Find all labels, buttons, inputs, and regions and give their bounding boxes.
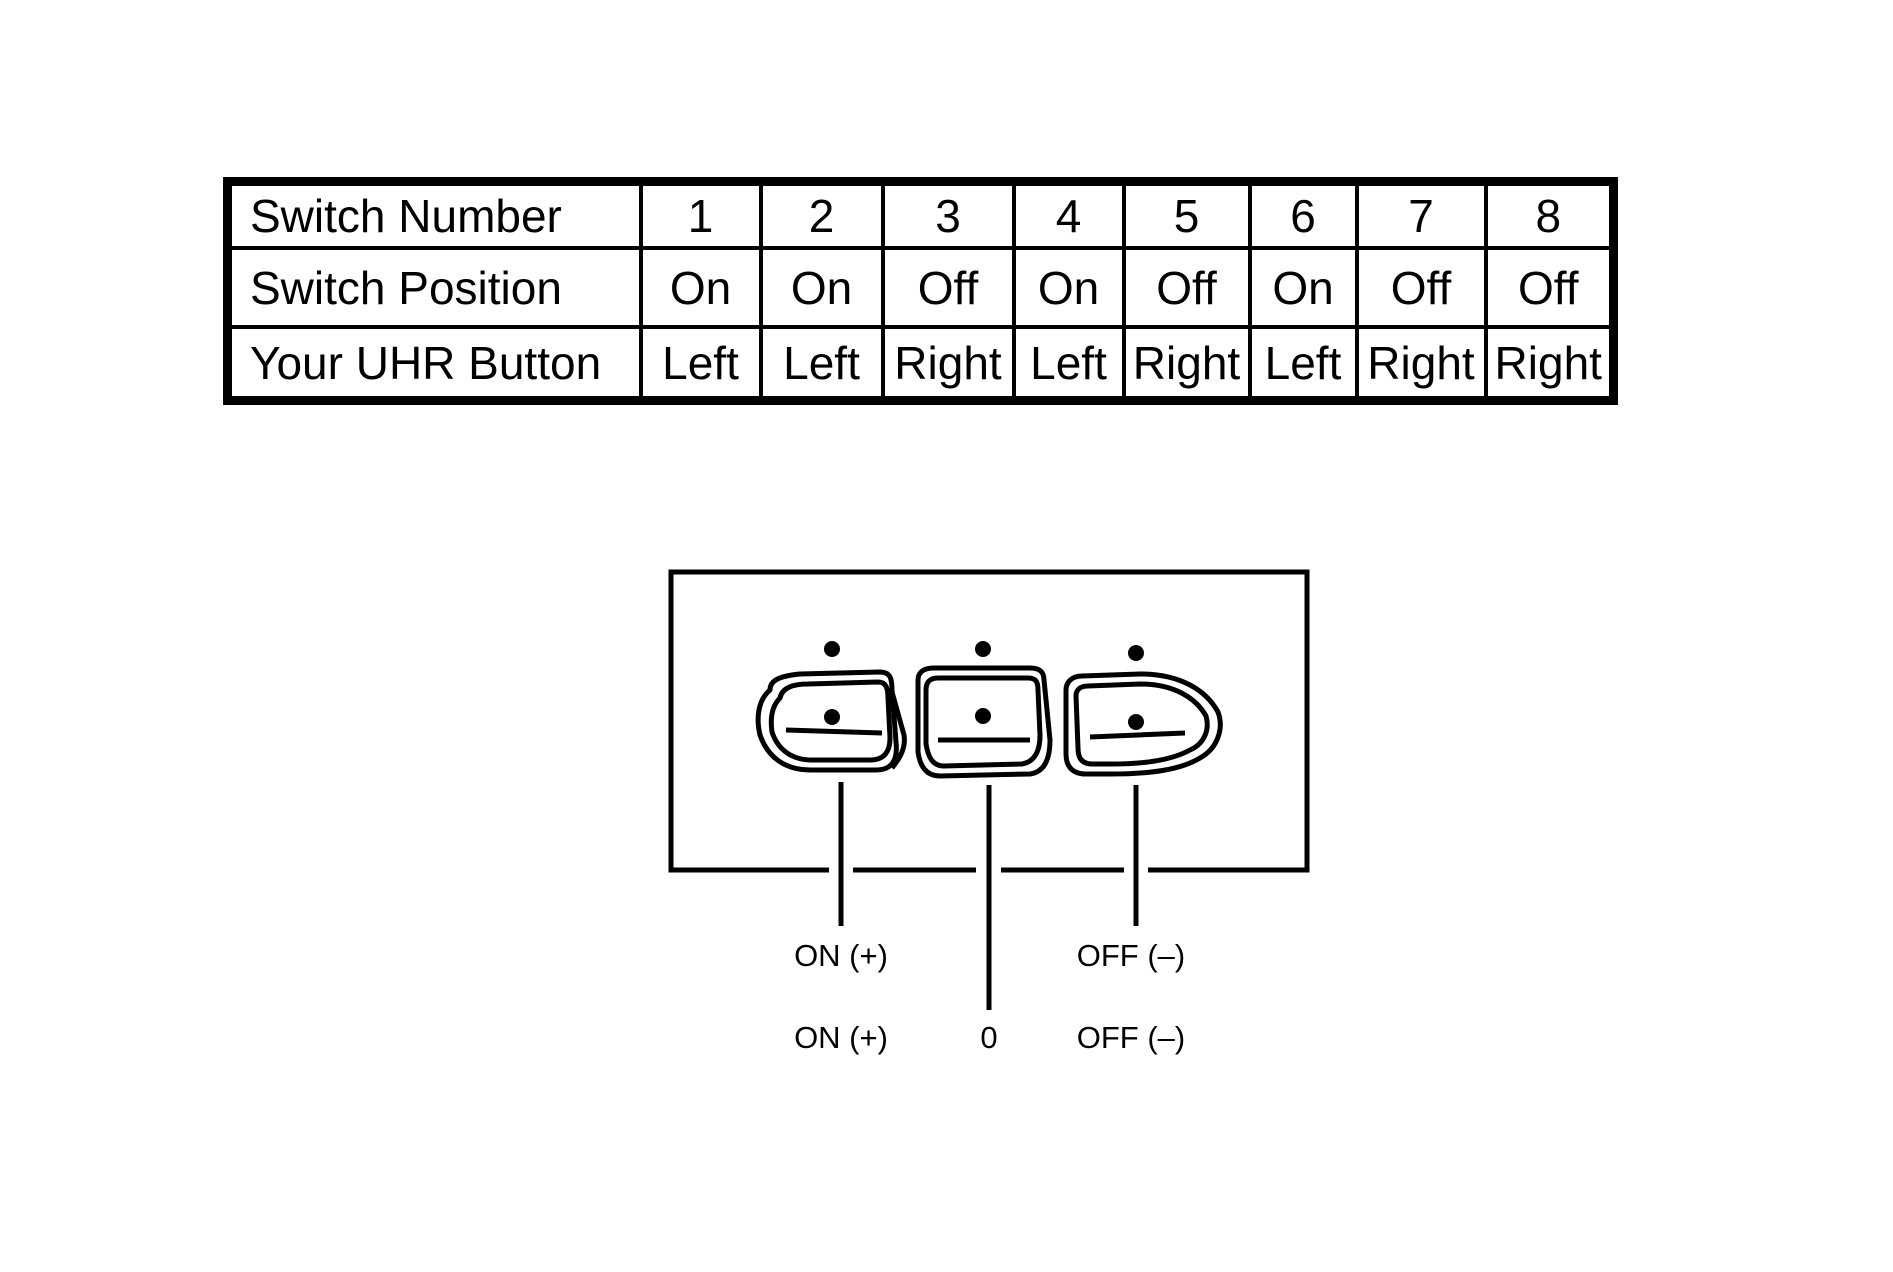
switch-position-cell: On xyxy=(1011,246,1126,330)
switch-number-cell: 8 xyxy=(1483,179,1616,251)
uhr-button-cell: Right xyxy=(1483,325,1616,403)
uhr-button-cell: Left xyxy=(638,325,763,403)
label-right-upper: OFF (–) xyxy=(1077,938,1186,973)
uhr-button-cell: Left xyxy=(758,325,885,403)
row-header-switch-position: Switch Position xyxy=(225,246,643,330)
switch-position-cell: On xyxy=(758,246,885,330)
center-uhr-button xyxy=(915,665,1053,779)
switch-number-row: Switch Number 1 2 3 4 5 6 7 8 xyxy=(225,179,1616,251)
switch-position-cell: Off xyxy=(1121,246,1252,330)
uhr-button-cell: Right xyxy=(1354,325,1488,403)
row-header-uhr-button: Your UHR Button xyxy=(225,325,643,403)
right-indicator-dot xyxy=(1128,645,1144,661)
switch-position-cell: Off xyxy=(880,246,1016,330)
uhr-button-cell: Left xyxy=(1011,325,1126,403)
label-right-lower: OFF (–) xyxy=(1077,1020,1186,1055)
button-housing-outline xyxy=(668,569,1310,873)
switch-position-row: Switch Position On On Off On Off On Off … xyxy=(225,246,1616,330)
switch-settings-table: Switch Number 1 2 3 4 5 6 7 8 Switch Pos… xyxy=(223,177,1618,405)
switch-number-cell: 3 xyxy=(880,179,1016,251)
row-header-switch-number: Switch Number xyxy=(225,179,643,251)
leader-lines xyxy=(838,782,1139,1010)
uhr-button-cell: Left xyxy=(1247,325,1359,403)
center-indicator-dot xyxy=(975,641,991,657)
label-left-lower: ON (+) xyxy=(794,1020,888,1055)
uhr-button-row: Your UHR Button Left Left Right Left Rig… xyxy=(225,325,1616,403)
switch-position-cell: On xyxy=(1247,246,1359,330)
switch-position-cell: On xyxy=(638,246,763,330)
switch-number-cell: 4 xyxy=(1011,179,1126,251)
switch-position-cell: Off xyxy=(1354,246,1488,330)
indicator-dots xyxy=(824,641,1144,661)
label-left-upper: ON (+) xyxy=(794,938,888,973)
left-uhr-button xyxy=(755,669,907,773)
switch-position-cell: Off xyxy=(1483,246,1616,330)
switch-number-cell: 7 xyxy=(1354,179,1488,251)
switch-number-cell: 1 xyxy=(638,179,763,251)
switch-number-cell: 2 xyxy=(758,179,885,251)
label-center-lower: 0 xyxy=(980,1020,997,1055)
uhr-button-cell: Right xyxy=(880,325,1016,403)
right-uhr-button xyxy=(1063,671,1223,777)
uhr-button-cell: Right xyxy=(1121,325,1252,403)
switch-number-cell: 6 xyxy=(1247,179,1359,251)
left-indicator-dot xyxy=(824,641,840,657)
switch-number-cell: 5 xyxy=(1121,179,1252,251)
